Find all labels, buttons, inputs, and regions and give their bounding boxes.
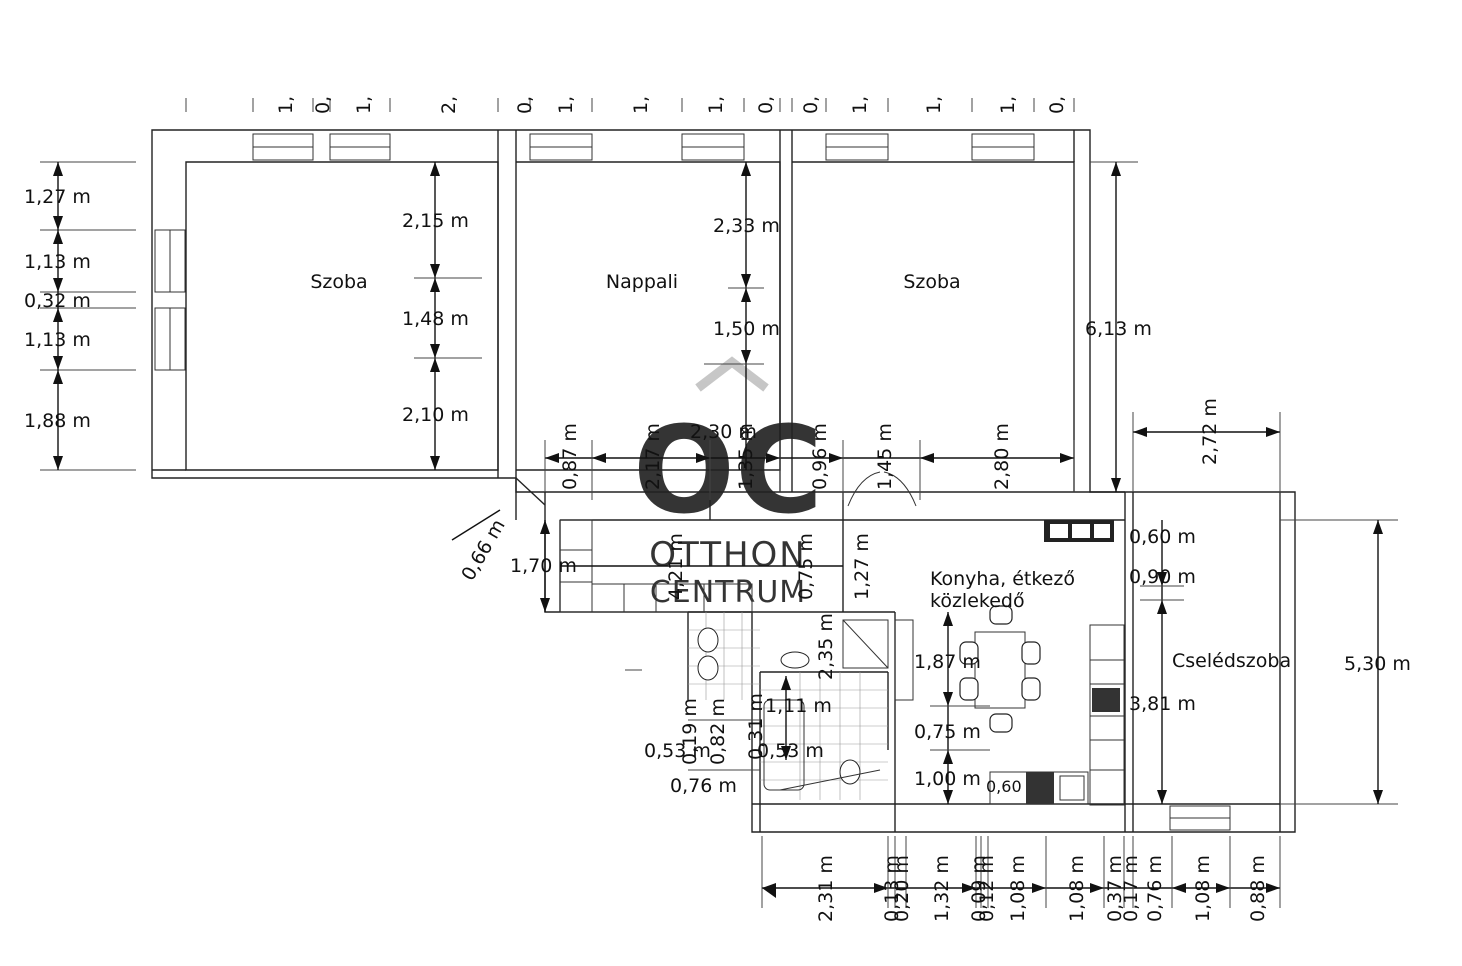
dim-top-4: 2, <box>438 96 460 114</box>
dim-kitchen-top-1: 4,21 m <box>665 533 687 600</box>
dim-kitchen-top-3: 1,27 m <box>851 533 873 600</box>
dim-bath-1: 2,35 m <box>815 613 837 680</box>
dim-bottom-3: 0,20 m <box>891 855 913 922</box>
dim-top-1: 1, <box>275 96 297 114</box>
dimension-labels-bottom: 2,31 m 0,13 m 0,20 m 1,32 m 0,09 m 0,12 … <box>815 855 1269 922</box>
dim-top-2: 0, <box>312 96 334 114</box>
dim-bath-9: 0,60 <box>986 777 1022 796</box>
room-szoba-right: Szoba <box>903 271 960 293</box>
dimension-labels-bath: 2,35 m 1,11 m 0,19 m 0,82 m 0,31 m 0,53 … <box>644 613 1022 797</box>
dim-corr-1: 0,87 m <box>559 423 581 490</box>
dim-bottom-7: 1,08 m <box>1007 855 1029 922</box>
watermark-line1: OTTHON <box>649 535 806 575</box>
dim-left-1: 1,27 m <box>24 186 91 208</box>
dim-corr-2: 2,17 m <box>642 423 664 490</box>
dim-top-7: 1, <box>630 96 652 114</box>
kitchen-furniture <box>559 519 1125 806</box>
dim-dining-2: 0,75 m <box>914 721 981 743</box>
dim-top-10: 0, <box>800 96 822 114</box>
dim-diag: 0,66 m <box>457 516 509 585</box>
watermark-roof <box>695 356 769 392</box>
dim-dining-3: 1,00 m <box>914 768 981 790</box>
corridor-door <box>847 471 917 507</box>
dim-corr-3: 1,35 m <box>735 423 757 490</box>
dimension-lines <box>40 98 1398 908</box>
dim-cseled-height: 5,30 m <box>1344 653 1411 675</box>
dim-top-8: 1, <box>705 96 727 114</box>
dim-kitchen-left: 1,70 m <box>510 555 577 577</box>
dim-szoba-2: 1,48 m <box>402 308 469 330</box>
dimension-labels-rooms: 2,15 m 1,48 m 2,10 m 2,33 m 1,50 m 2,30 … <box>402 210 1152 443</box>
room-labels: Szoba Nappali Szoba Konyha, étkező közle… <box>310 271 1291 672</box>
dim-bath-8: 0,76 m <box>670 775 737 797</box>
dim-bottom-6: 0,12 m <box>976 855 998 922</box>
dim-bottom-8: 1,08 m <box>1066 855 1088 922</box>
dim-kitchen-top-2: 0,75 m <box>795 533 817 600</box>
dimension-labels-top: 1, 0, 1, 2, 0, 1, 1, 1, 0, 0, 1, 1, 1, 0… <box>275 96 1068 114</box>
dim-corr-4: 0,96 m <box>809 423 831 490</box>
dim-top-9: 0, <box>755 96 777 114</box>
dim-bottom-13: 0,88 m <box>1247 855 1269 922</box>
dim-top-13: 1, <box>997 96 1019 114</box>
dim-top-5: 0, <box>514 96 536 114</box>
dim-bath-6: 0,53 m <box>644 740 711 762</box>
dim-top-14: 0, <box>1046 96 1068 114</box>
dim-dining-1: 1,87 m <box>914 651 981 673</box>
dim-bath-2: 1,11 m <box>765 695 832 717</box>
dim-top-6: 1, <box>555 96 577 114</box>
room-szoba-left: Szoba <box>310 271 367 293</box>
dim-top-11: 1, <box>849 96 871 114</box>
dim-cseled-2: 0,90 m <box>1129 566 1196 588</box>
dim-left-5: 1,88 m <box>24 410 91 432</box>
dim-left-4: 1,13 m <box>24 329 91 351</box>
dim-bath-7: 0,53 m <box>757 740 824 762</box>
dim-bottom-5: 0,09 m <box>968 855 990 922</box>
dim-nappali-1: 2,33 m <box>713 215 780 237</box>
dim-corr-6: 2,80 m <box>991 423 1013 490</box>
room-cseledszoba: Cselédszoba <box>1172 650 1291 672</box>
windows <box>154 133 1231 831</box>
dim-cseled-3: 3,81 m <box>1129 693 1196 715</box>
dim-szoba-1: 2,15 m <box>402 210 469 232</box>
room-konyha-line2: közlekedő <box>930 590 1025 612</box>
dim-nappali-2: 1,50 m <box>713 318 780 340</box>
dim-cseled-1: 0,60 m <box>1129 526 1196 548</box>
dim-bottom-4: 1,32 m <box>931 855 953 922</box>
dimension-arrows <box>53 162 1383 898</box>
room-konyha-line1: Konyha, étkező <box>930 568 1075 590</box>
dimension-labels-corridor: 0,87 m 2,17 m 1,35 m 0,96 m 1,45 m 2,80 … <box>457 398 1221 600</box>
dim-bottom-10: 0,17 m <box>1120 855 1142 922</box>
room-nappali: Nappali <box>606 271 678 293</box>
dimension-labels-left: 1,27 m 1,13 m 0,32 m 1,13 m 1,88 m <box>24 186 91 432</box>
dim-corr-5: 1,45 m <box>874 423 896 490</box>
dim-bath-4: 0,82 m <box>707 698 729 765</box>
dim-left-3: 0,32 m <box>24 290 91 312</box>
dim-top-12: 1, <box>923 96 945 114</box>
dim-bottom-9: 0,37 m <box>1104 855 1126 922</box>
dim-corr-7: 2,72 m <box>1199 398 1221 465</box>
bathroom-fixtures <box>688 612 889 800</box>
dim-top-3: 1, <box>353 96 375 114</box>
dim-bath-5: 0,31 m <box>745 693 767 760</box>
dimension-labels-dining: 1,87 m 0,75 m 1,00 m <box>914 651 981 790</box>
dim-bottom-12: 1,08 m <box>1192 855 1214 922</box>
dim-bath-3: 0,19 m <box>679 698 701 765</box>
dim-szoba-3: 2,10 m <box>402 404 469 426</box>
watermark-line2: CENTRUM <box>650 575 806 610</box>
dim-left-2: 1,13 m <box>24 251 91 273</box>
dim-bottom-11: 0,76 m <box>1144 855 1166 922</box>
dim-bottom-2: 0,13 m <box>881 855 903 922</box>
dim-bottom-1: 2,31 m <box>815 855 837 922</box>
dim-right-height: 6,13 m <box>1085 318 1152 340</box>
dimension-labels-cseled: 0,60 m 0,90 m 3,81 m 5,30 m <box>1129 526 1411 715</box>
dim-nappali-3: 2,30 m <box>690 421 757 443</box>
